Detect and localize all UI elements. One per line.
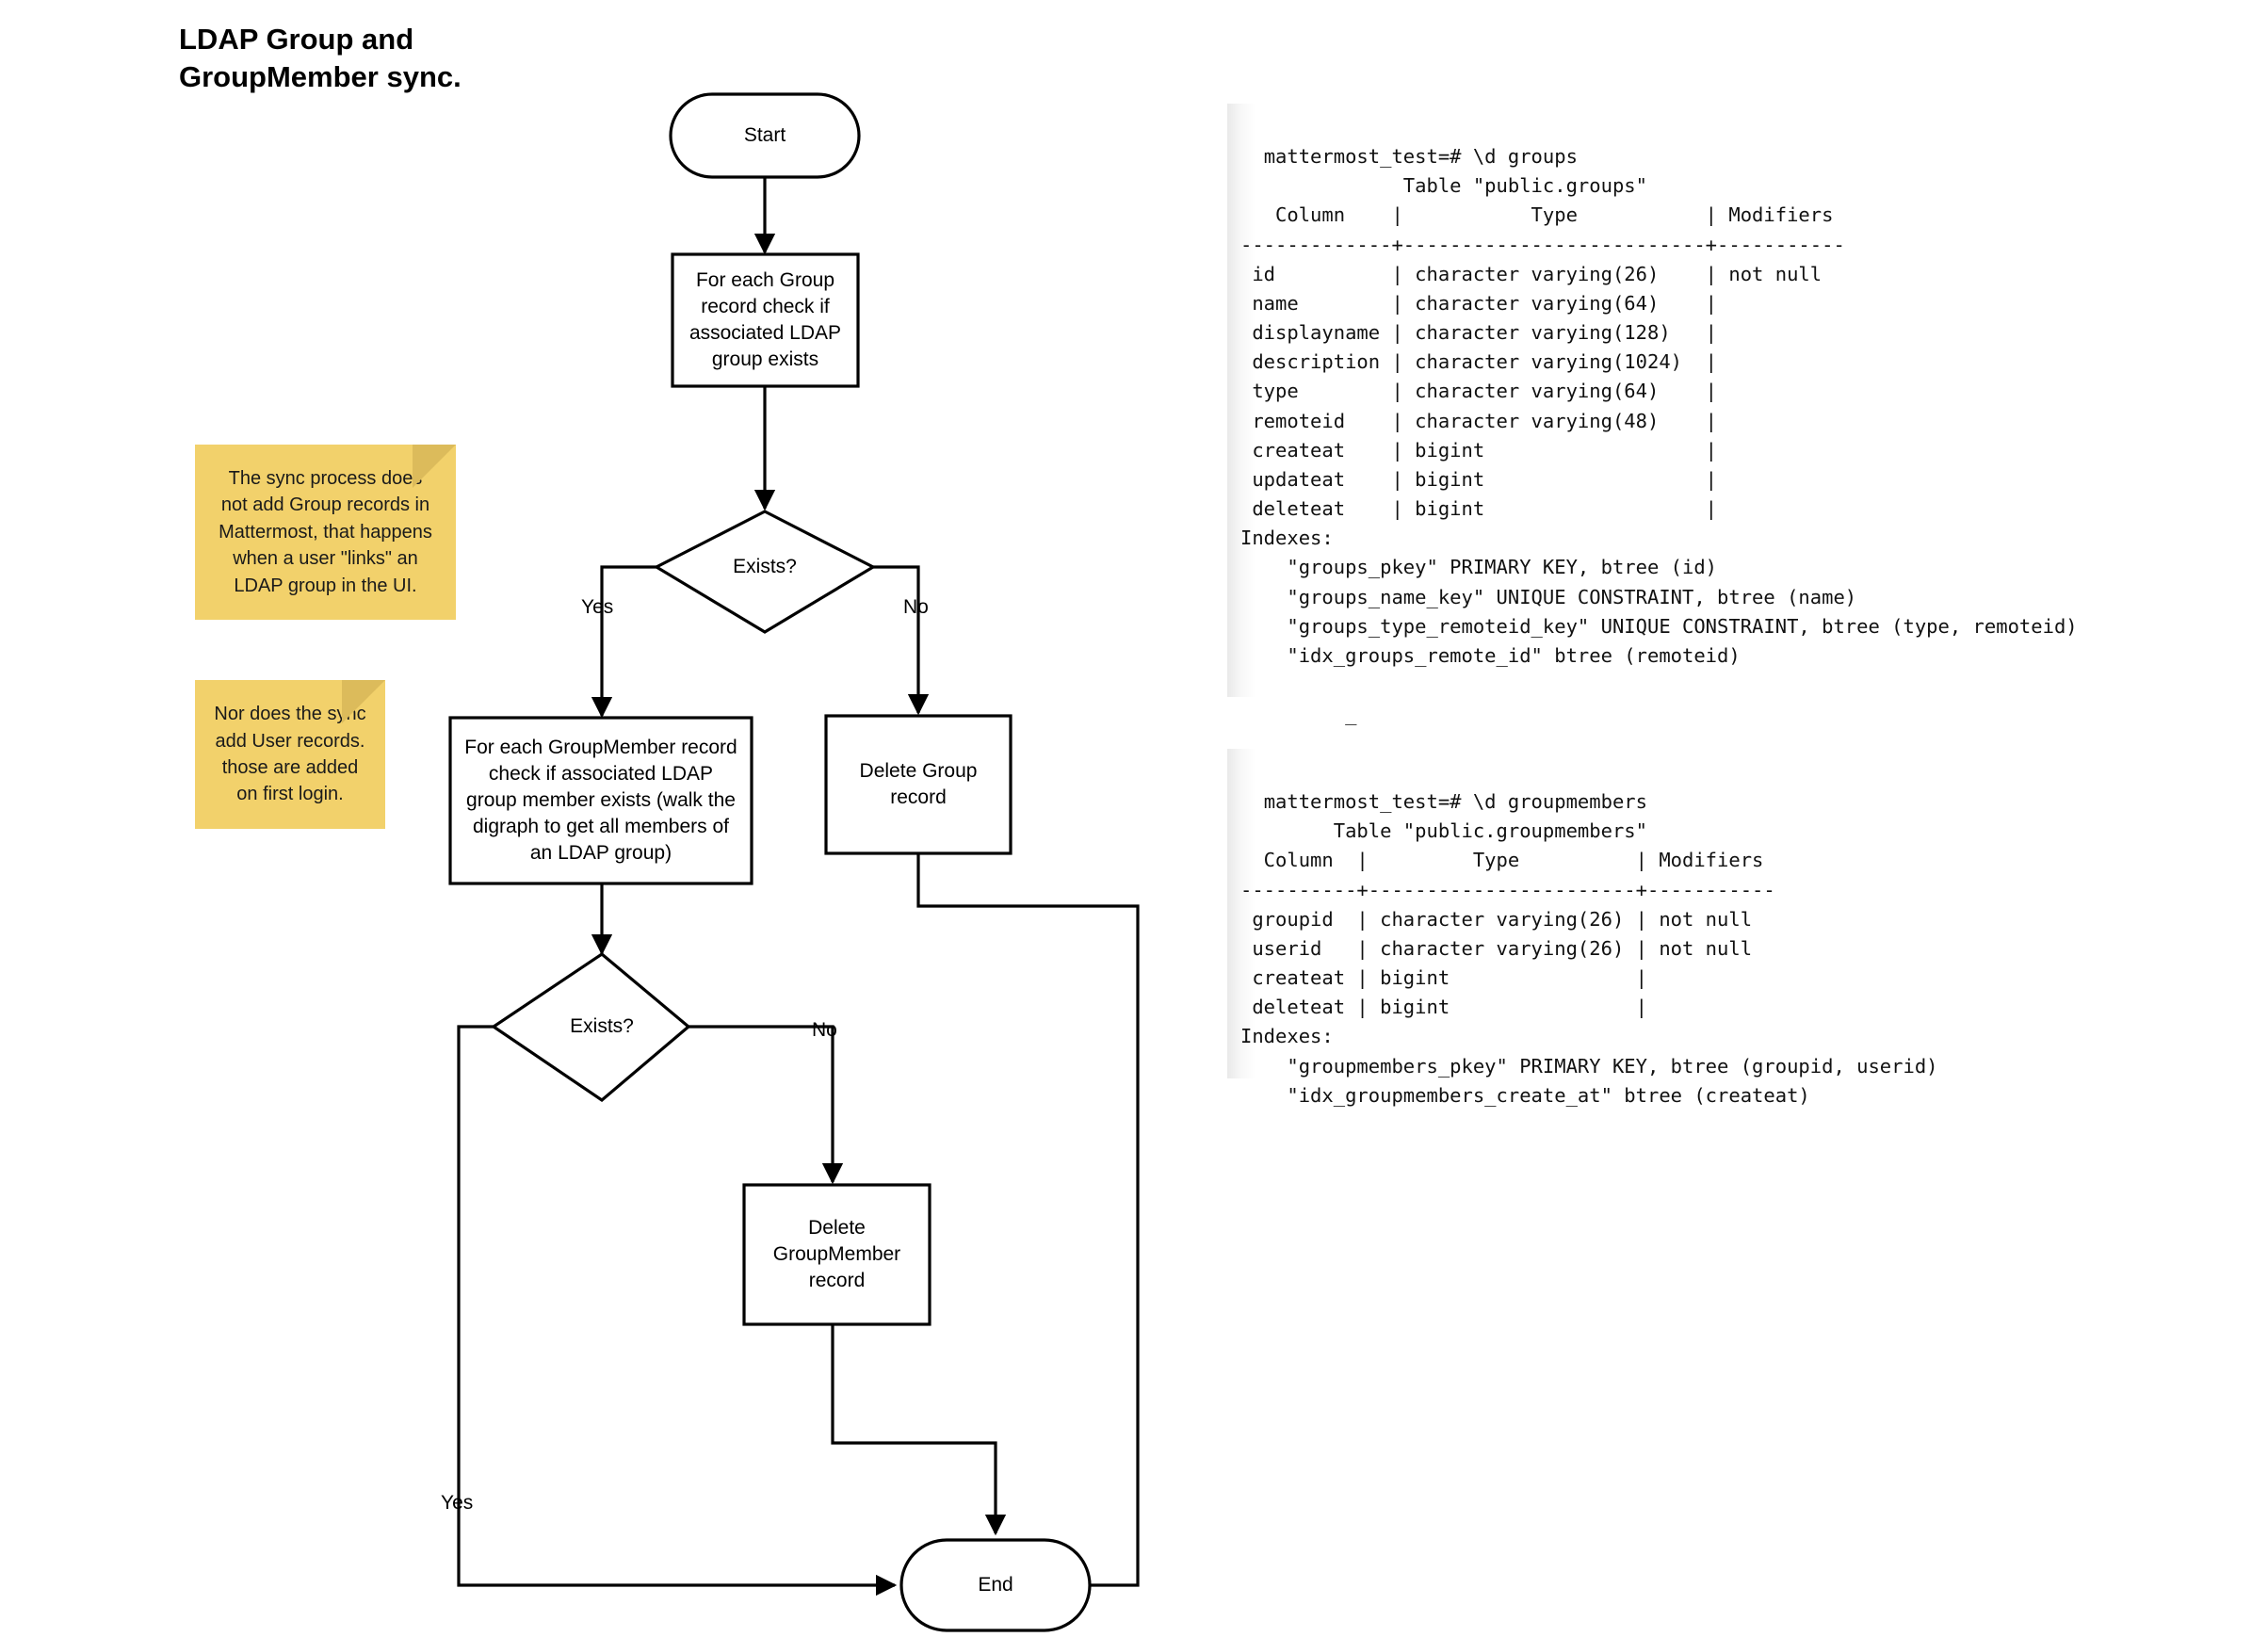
edge-group-yes (591, 565, 656, 719)
edge-group-no (873, 565, 930, 716)
node-check-groupmember-shape[interactable] (448, 716, 753, 885)
note-sync-group: The sync process does not add Group reco… (195, 445, 456, 620)
node-delete-groupmember-shape[interactable] (742, 1183, 932, 1326)
edge-delete-group-to-end (916, 853, 1140, 1596)
note-fold-icon (413, 445, 456, 488)
edge-groupmember-yes (457, 1025, 898, 1596)
edge-label-member-yes: Yes (441, 1492, 474, 1514)
node-exists-group-shape[interactable] (653, 510, 877, 634)
edge-delete-groupmember-to-end (831, 1324, 1007, 1536)
edge-label-member-no: No (812, 1019, 837, 1041)
terminal-groupmembers: mattermost_test=# \d groupmembers Table … (1227, 749, 2103, 1107)
edge-groupmember-no (688, 1025, 844, 1185)
node-exists-groupmember-shape[interactable] (491, 952, 691, 1103)
terminal-groupmembers-text: mattermost_test=# \d groupmembers Table … (1240, 790, 1938, 1107)
node-check-group-shape[interactable] (671, 252, 860, 388)
note-sync-user: Nor does the sync add User records. thos… (195, 680, 385, 829)
node-start-shape[interactable] (669, 92, 861, 179)
node-delete-group-shape[interactable] (824, 714, 1012, 855)
page-title: LDAP Group and GroupMember sync. (179, 23, 462, 93)
edge-label-group-no: No (903, 596, 929, 618)
terminal-groups: mattermost_test=# \d groups Table "publi… (1227, 104, 2197, 725)
node-end-shape[interactable] (899, 1538, 1092, 1632)
terminal-groups-text: mattermost_test=# \d groups Table "publi… (1240, 145, 2078, 726)
edge-label-group-yes: Yes (581, 596, 614, 618)
note-fold-icon (342, 680, 385, 723)
note-sync-group-text: The sync process does not add Group reco… (219, 468, 432, 596)
